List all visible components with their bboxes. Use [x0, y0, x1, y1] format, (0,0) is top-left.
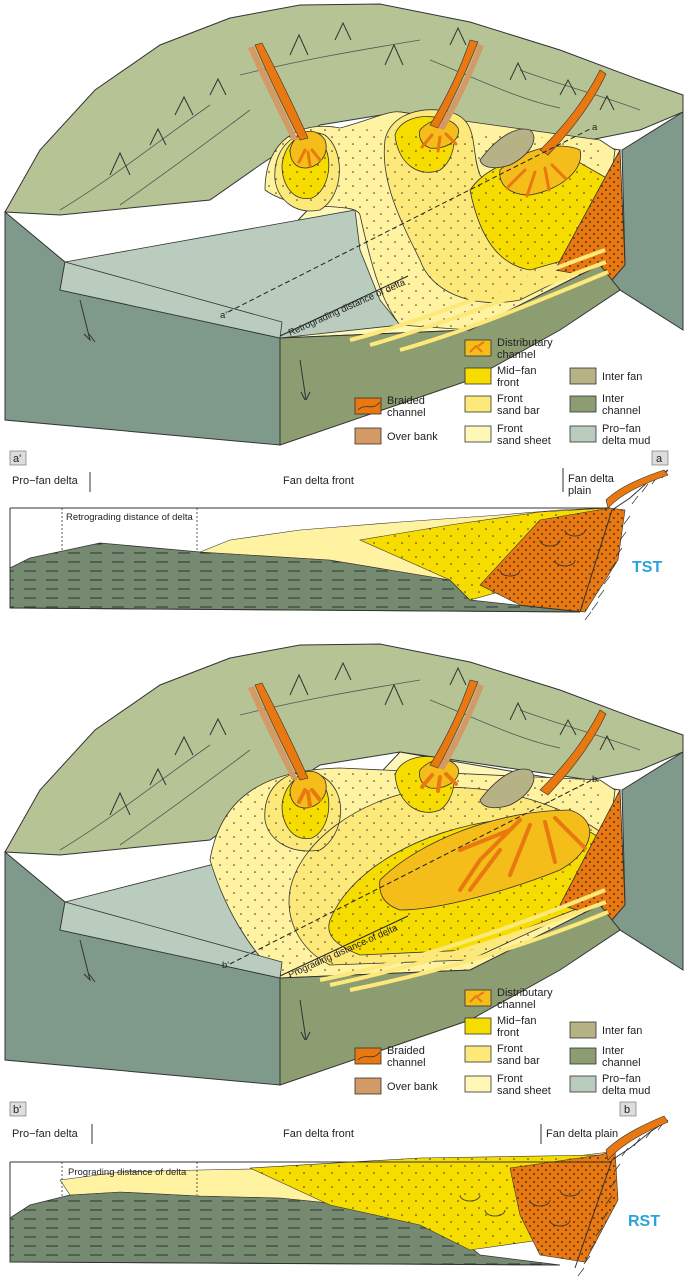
section-distance-label: Prograding distance of delta [68, 1167, 187, 1178]
systems-tract-tag: RST [628, 1213, 660, 1230]
head-front: Fan delta front [283, 475, 354, 487]
section-scours [499, 529, 586, 577]
swatch-overbank [354, 427, 382, 445]
swatch-interchannel [569, 1047, 597, 1065]
section-plain-channel [605, 469, 669, 509]
inter-fan-patch [479, 128, 535, 169]
head-prodelta: Pro−fan delta [12, 1128, 79, 1140]
section-start-label: b' [13, 1104, 21, 1116]
swatch-interfan [569, 1021, 597, 1039]
head-prodelta: Pro−fan delta [12, 475, 79, 487]
section-mud-hatch [10, 543, 580, 612]
head-plain: Fan delta plain [546, 1128, 618, 1140]
front-wall-orange-dots [560, 790, 625, 920]
section-outline [9, 1161, 610, 1266]
legend-overbank: Over bank [387, 431, 438, 443]
section-scours [459, 1189, 581, 1227]
ruler [279, 275, 409, 337]
front-wall-layers [349, 248, 609, 352]
swatch-frontbar [464, 1045, 492, 1063]
swatch-overbank [354, 1077, 382, 1095]
braided-dendrites [297, 772, 587, 892]
systems-tract-tag: TST [632, 559, 662, 576]
legend-overbank: Over bank [387, 1081, 438, 1093]
section-outline [9, 507, 610, 613]
section-line-b [229, 779, 593, 965]
inter-fan-patch [479, 768, 535, 809]
swatch-braided [354, 1047, 382, 1065]
swatch-frontsheet [464, 425, 492, 443]
cross-section-rst: b' b Pro−fan delta Fan delta front Fan d… [9, 1101, 669, 1277]
section-label-a: a [592, 122, 598, 133]
block-diagram-prograding: b' b Prograding distance of delta [4, 643, 684, 1086]
front-wall-layers [319, 888, 609, 992]
section-label-a-prime: a' [220, 310, 227, 321]
swatch-interchannel [569, 395, 597, 413]
hill-ridges [59, 39, 641, 211]
legend-interfan: Inter fan [602, 1025, 642, 1037]
hill-peaks [109, 21, 615, 176]
section-basement-ticks [577, 1121, 665, 1277]
section-braided-dots [480, 508, 625, 612]
swatch-braided [354, 397, 382, 415]
front-wall-orange-dots [555, 150, 625, 280]
hill-ridges [59, 679, 641, 851]
section-label-b-prime: b' [222, 960, 229, 971]
section-plain-channel [605, 1115, 669, 1161]
section-end-label: a [656, 453, 663, 465]
section-braided-dots [510, 1150, 618, 1262]
section-end-label: b [624, 1104, 630, 1116]
hills [4, 3, 684, 216]
block-diagram-retrograding: a' a Retrograding distance of delta [4, 3, 684, 446]
section-mud-hatch [10, 1192, 560, 1265]
swatch-midfan [464, 1017, 492, 1035]
section-start-label: a' [13, 453, 21, 465]
legend-interfan: Inter fan [602, 371, 642, 383]
hill-peaks [109, 661, 615, 816]
section-line-a [227, 127, 593, 313]
swatch-profan [569, 1075, 597, 1093]
ruler [279, 915, 409, 977]
faults [79, 939, 311, 1041]
head-front: Fan delta front [283, 1128, 354, 1140]
swatch-midfan [464, 367, 492, 385]
swatch-frontbar [464, 395, 492, 413]
faults [79, 299, 311, 401]
section-distance-label: Retrograding distance of delta [66, 512, 193, 523]
braided-dendrites [297, 132, 568, 198]
section-label-b: b [592, 774, 597, 785]
swatch-frontsheet [464, 1075, 492, 1093]
swatch-interfan [569, 367, 597, 385]
cross-section-tst: a' a Pro−fan delta Fan delta front Fan d… [9, 450, 669, 621]
swatch-profan [569, 425, 597, 443]
